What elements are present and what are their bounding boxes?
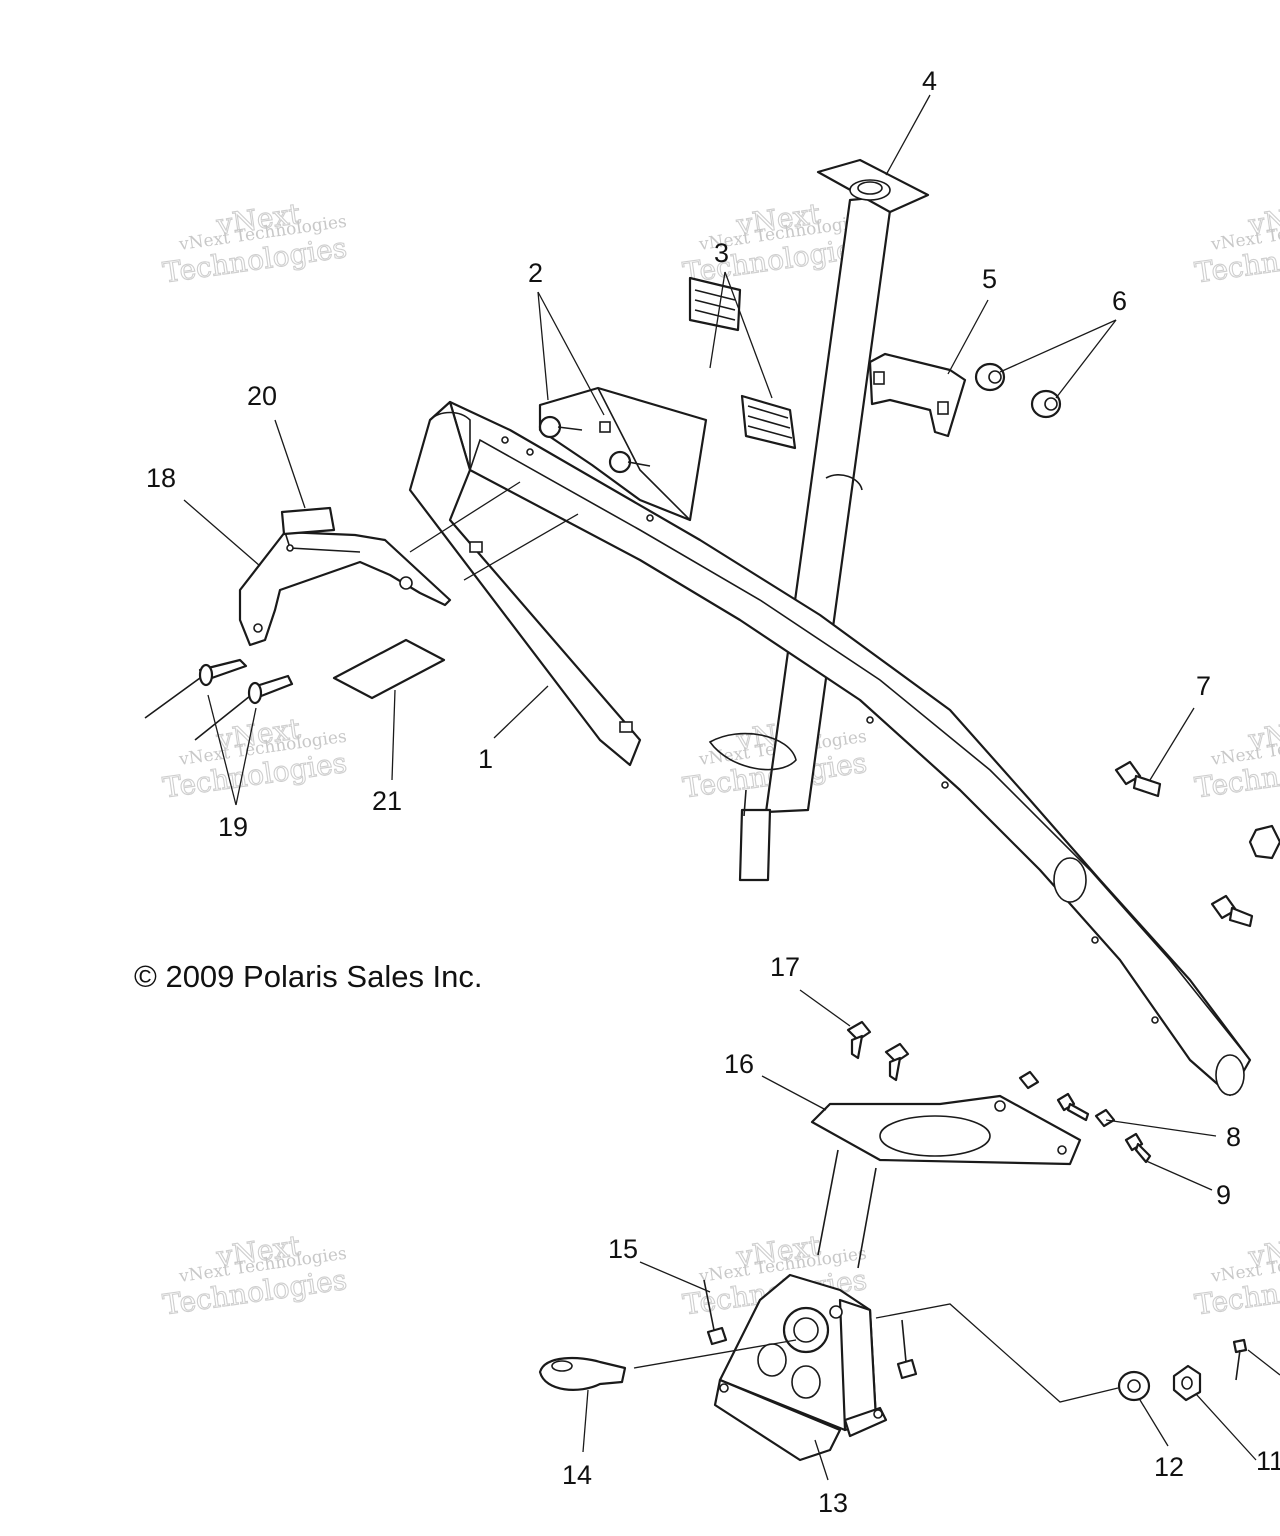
watermark: vNext vNext Technologies Technologies <box>1192 1228 1280 1322</box>
washer-12 <box>1117 1370 1151 1402</box>
rivet-pair <box>144 658 294 741</box>
shaft-clamp <box>868 352 967 438</box>
callout-21: 21 <box>372 786 402 816</box>
cotter-pin-right <box>1232 1338 1248 1381</box>
steering-plate <box>810 1094 1082 1166</box>
watermark: vNext vNext Technologies Technologies <box>1192 196 1280 290</box>
callout-17: 17 <box>770 952 800 982</box>
watermark: vNext vNext Technologies Technologies <box>160 1228 349 1322</box>
fasteners-8-9 <box>1018 1070 1152 1164</box>
grommet-pair <box>974 362 1062 419</box>
lower-shaft <box>817 1149 877 1269</box>
steering-frame <box>408 400 1252 1097</box>
eye-bolt <box>538 1357 627 1391</box>
hardware-right <box>1210 824 1280 928</box>
bolt-7 <box>1114 760 1162 798</box>
callout-4: 4 <box>922 66 937 96</box>
callout-7: 7 <box>1196 671 1211 701</box>
callout-5: 5 <box>982 264 997 294</box>
callout-20: 20 <box>247 381 277 411</box>
callout-15: 15 <box>608 1234 638 1264</box>
callout-19: 19 <box>218 812 248 842</box>
callout-3: 3 <box>714 238 729 268</box>
watermark: vNext vNext Technologies Technologies <box>160 196 349 290</box>
label-sheet <box>332 638 446 700</box>
callout-2: 2 <box>528 258 543 288</box>
callout-9: 9 <box>1216 1180 1231 1210</box>
shaft-bracket <box>538 386 708 522</box>
callout-13: 13 <box>818 1488 848 1518</box>
foam-pad <box>280 506 336 536</box>
callout-14: 14 <box>562 1460 592 1490</box>
callout-6: 6 <box>1112 286 1127 316</box>
bushing-pair <box>688 276 797 450</box>
bolt-17 <box>846 1020 910 1082</box>
nut-11 <box>1172 1364 1202 1402</box>
mounting-bracket <box>238 530 452 647</box>
callout-18: 18 <box>146 463 176 493</box>
copyright-notice: © 2009 Polaris Sales Inc. <box>134 959 483 994</box>
lower-support <box>713 1273 888 1462</box>
watermark-group: vNext vNext Technologies Technologies vN… <box>160 196 1280 1322</box>
callout-1: 1 <box>478 744 493 774</box>
callout-12: 12 <box>1154 1452 1184 1482</box>
callout-16: 16 <box>724 1049 754 1079</box>
callout-11: 11 <box>1256 1446 1280 1476</box>
watermark: vNext vNext Technologies Technologies <box>680 196 869 290</box>
cotter-pins <box>703 1279 918 1380</box>
watermark: vNext vNext Technologies Technologies <box>1192 711 1280 805</box>
callout-8: 8 <box>1226 1122 1241 1152</box>
callout-labels: 4 2 3 5 6 20 18 7 1 21 19 17 16 8 9 15 1… <box>146 66 1280 1518</box>
leader-lines <box>183 94 1280 1481</box>
